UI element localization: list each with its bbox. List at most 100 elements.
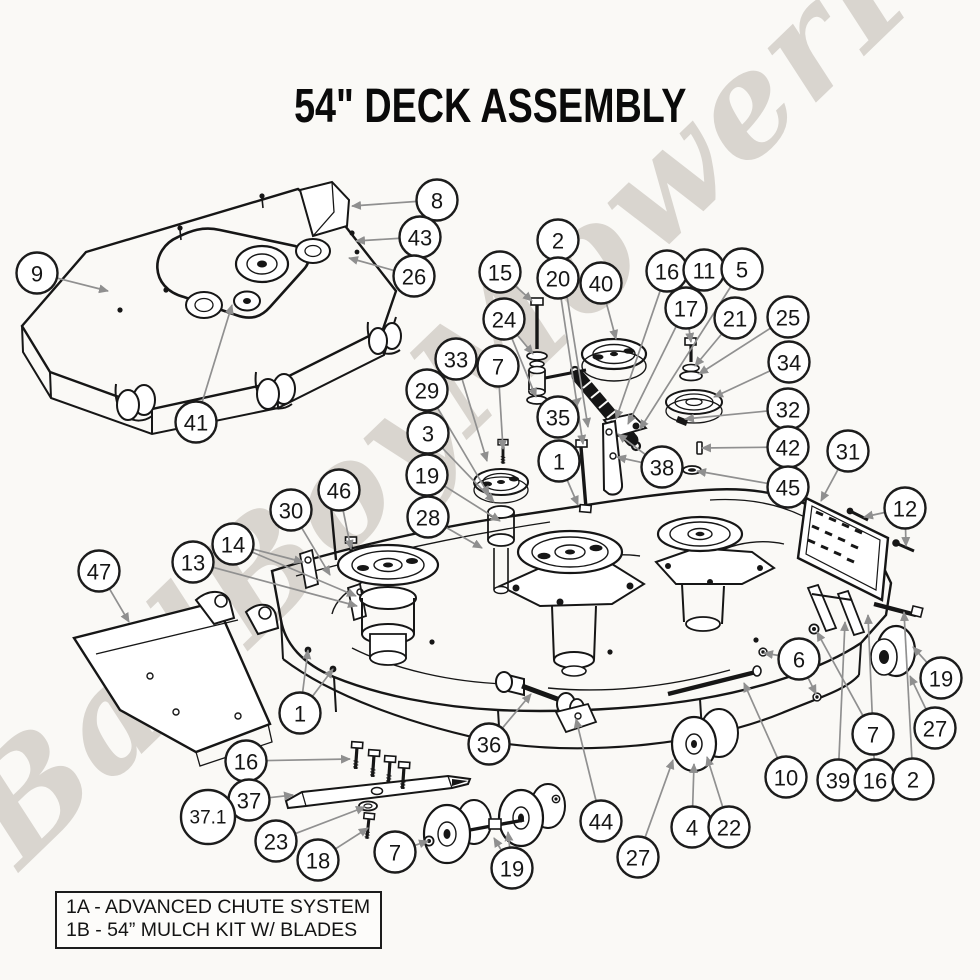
callout-28: 28 xyxy=(406,495,450,539)
callout-26: 26 xyxy=(392,254,436,298)
svg-text:19: 19 xyxy=(929,667,953,692)
svg-text:1: 1 xyxy=(294,702,306,727)
callout-16-3: 16 xyxy=(853,758,897,802)
callout-39: 39 xyxy=(816,758,860,802)
deck-wheel-mid-drawing xyxy=(670,708,739,773)
svg-text:47: 47 xyxy=(87,560,111,585)
svg-text:36: 36 xyxy=(477,733,501,758)
callout-29: 29 xyxy=(405,368,449,412)
svg-text:7: 7 xyxy=(867,723,879,748)
svg-text:6: 6 xyxy=(793,648,805,673)
svg-text:29: 29 xyxy=(415,379,439,404)
callout-21: 21 xyxy=(713,296,757,340)
callout-37-1: 37.1 xyxy=(179,788,237,846)
callout-30: 30 xyxy=(269,488,313,532)
svg-text:10: 10 xyxy=(774,766,798,791)
legend-line-1a: 1A - ADVANCED CHUTE SYSTEM xyxy=(66,896,371,918)
svg-text:3: 3 xyxy=(422,422,434,447)
callout-25: 25 xyxy=(766,295,810,339)
svg-text:9: 9 xyxy=(31,262,43,287)
callout-13: 13 xyxy=(171,540,215,584)
callout-45: 45 xyxy=(766,465,810,509)
svg-text:5: 5 xyxy=(736,258,748,283)
svg-text:16: 16 xyxy=(863,769,887,794)
svg-text:25: 25 xyxy=(776,306,800,331)
callout-7-2: 7 xyxy=(851,712,895,756)
svg-text:11: 11 xyxy=(693,259,716,284)
svg-text:40: 40 xyxy=(589,272,613,297)
callout-6: 6 xyxy=(777,637,821,681)
svg-text:45: 45 xyxy=(776,476,800,501)
idler-pulley-drawing xyxy=(580,337,648,382)
callout-34: 34 xyxy=(767,340,811,384)
callout-7-3: 7 xyxy=(373,830,417,874)
svg-text:23: 23 xyxy=(264,830,288,855)
svg-text:24: 24 xyxy=(492,308,516,333)
svg-text:20: 20 xyxy=(546,267,570,292)
callout-46: 46 xyxy=(317,468,361,512)
callout-8: 8 xyxy=(415,178,459,222)
belt-drawing xyxy=(156,227,310,319)
caster-wheels-drawing xyxy=(114,321,402,422)
svg-text:30: 30 xyxy=(279,499,303,524)
callout-2: 2 xyxy=(536,218,580,262)
mulch-plate-drawing xyxy=(796,496,915,602)
callout-1-2: 1 xyxy=(278,691,322,735)
svg-text:2: 2 xyxy=(907,768,919,793)
rear-lift-hardware-drawing xyxy=(667,583,924,702)
discharge-chute-drawing xyxy=(72,591,280,767)
deck-hardware-dots xyxy=(117,193,360,313)
idler-bolt-stack-drawing xyxy=(526,297,587,405)
callout-42: 42 xyxy=(766,425,810,469)
callout-14: 14 xyxy=(211,522,255,566)
callout-44: 44 xyxy=(579,799,623,843)
callout-5: 5 xyxy=(720,247,764,291)
callout-2-2: 2 xyxy=(891,757,935,801)
exploded-deck-view xyxy=(72,297,924,865)
svg-text:37.1: 37.1 xyxy=(190,808,227,829)
callout-40: 40 xyxy=(579,261,623,305)
svg-text:18: 18 xyxy=(306,849,330,874)
callout-38: 38 xyxy=(640,445,684,489)
svg-text:19: 19 xyxy=(500,857,524,882)
svg-text:27: 27 xyxy=(923,717,947,742)
legend-box: 1A - ADVANCED CHUTE SYSTEM 1B - 54” MULC… xyxy=(55,891,383,949)
front-link-drawing xyxy=(495,671,598,734)
spindle-pulley-stack-drawing xyxy=(665,337,723,475)
svg-text:39: 39 xyxy=(826,769,850,794)
svg-text:34: 34 xyxy=(777,351,801,376)
svg-text:16: 16 xyxy=(655,260,679,285)
callout-15: 15 xyxy=(478,250,522,294)
page-title: 54" DECK ASSEMBLY xyxy=(293,77,687,133)
callout-4: 4 xyxy=(670,805,714,849)
svg-text:19: 19 xyxy=(415,464,439,489)
legend-line-1b: 1B - 54” MULCH KIT W/ BLADES xyxy=(66,919,358,941)
callout-16: 16 xyxy=(645,249,689,293)
callout-3: 3 xyxy=(406,411,450,455)
callout-16-2: 16 xyxy=(224,739,268,783)
svg-text:41: 41 xyxy=(184,411,208,436)
exploded-spindle-stack-drawing xyxy=(473,438,529,595)
svg-text:46: 46 xyxy=(327,479,351,504)
callout-22: 22 xyxy=(707,805,751,849)
center-spindle-drawing xyxy=(497,529,646,677)
callout-18: 18 xyxy=(296,838,340,882)
svg-text:7: 7 xyxy=(492,355,504,380)
callout-10: 10 xyxy=(764,755,808,799)
svg-text:35: 35 xyxy=(546,406,570,431)
svg-text:2: 2 xyxy=(552,229,564,254)
svg-text:38: 38 xyxy=(650,456,674,481)
callout-1: 1 xyxy=(537,439,581,483)
callout-11: 11 xyxy=(682,248,726,292)
callout-27-2: 27 xyxy=(616,835,660,879)
deck-wheel-right-drawing xyxy=(870,624,917,678)
svg-text:21: 21 xyxy=(723,307,747,332)
callout-43: 43 xyxy=(398,215,442,259)
callout-12: 12 xyxy=(883,486,927,530)
right-spindle-drawing xyxy=(654,515,776,632)
svg-text:4: 4 xyxy=(686,816,698,841)
callout-27: 27 xyxy=(913,706,957,750)
left-spindle-drawing xyxy=(336,543,440,666)
svg-text:1: 1 xyxy=(553,450,565,475)
